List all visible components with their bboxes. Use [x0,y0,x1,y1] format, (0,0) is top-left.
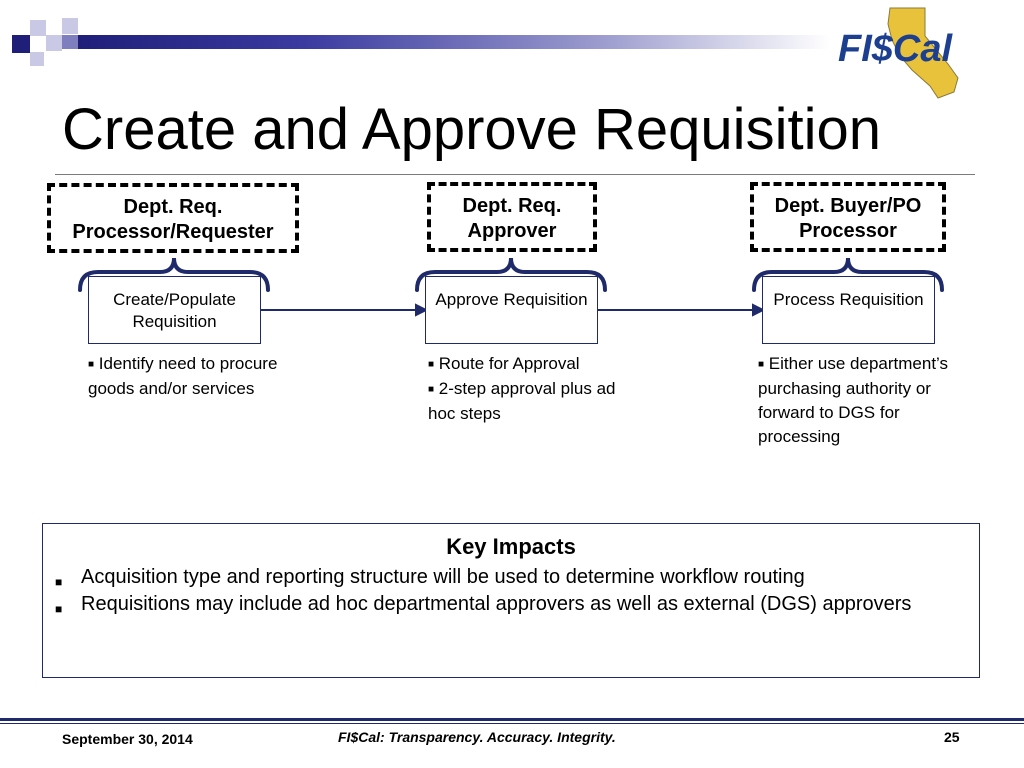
page-title: Create and Approve Requisition [62,97,881,162]
list-item: ■ Either use department’s purchasing aut… [758,354,949,446]
list-item: ■ Route for Approval [428,354,580,373]
header-square [30,20,46,36]
key-impacts-list: ■Acquisition type and reporting structur… [55,564,955,618]
header-square [62,18,78,34]
detail-list-approve: ■ Route for Approval ■ 2-step approval p… [428,352,618,426]
california-map-icon [887,7,959,99]
list-item: ■ Identify need to procure goods and/or … [88,354,278,398]
header-square [30,52,44,66]
key-impacts-box: Key Impacts ■Acquisition type and report… [42,523,980,678]
role-label: Dept. Req. Approver [462,195,562,242]
process-label: Create/Populate Requisition [113,290,236,331]
bracket [752,257,944,292]
square-bullet-icon: ■ [55,602,63,616]
key-impacts-title: Key Impacts [446,534,576,559]
list-item: ■ 2-step approval plus ad hoc steps [428,379,616,423]
process-box-create: Create/Populate Requisition [88,276,261,344]
process-label: Process Requisition [773,290,924,309]
square-bullet-icon: ■ [428,359,435,370]
fiscal-logo: FI$Cal [838,28,953,70]
detail-list-create: ■ Identify need to procure goods and/or … [88,352,298,401]
header-square [46,35,62,51]
role-box-approver: Dept. Req. Approver [427,182,597,252]
role-box-buyer: Dept. Buyer/PO Processor [750,182,946,252]
footer-divider [0,723,1024,724]
square-bullet-icon: ■ [758,359,765,370]
footer-tagline: FI$Cal: Transparency. Accuracy. Integrit… [338,729,616,745]
header-square [12,35,30,53]
role-label: Dept. Req. Processor/Requester [72,196,274,243]
process-label: Approve Requisition [435,290,588,309]
role-box-requester: Dept. Req. Processor/Requester [47,183,299,253]
bracket [415,257,607,292]
footer-divider [0,718,1024,721]
list-item: ■Requisitions may include ad hoc departm… [55,591,955,618]
header-square [62,35,78,49]
detail-list-process: ■ Either use department’s purchasing aut… [758,352,973,449]
process-box-process: Process Requisition [762,276,935,344]
square-bullet-icon: ■ [55,575,63,589]
role-label: Dept. Buyer/PO Processor [774,195,922,242]
footer-date: September 30, 2014 [62,731,193,747]
bracket [78,257,270,292]
process-box-approve: Approve Requisition [425,276,598,344]
square-bullet-icon: ■ [428,384,435,395]
title-divider [55,174,975,175]
list-item: ■Acquisition type and reporting structur… [55,564,955,591]
square-bullet-icon: ■ [88,359,95,370]
page-number: 25 [944,729,960,745]
header-gradient-band [78,35,830,49]
